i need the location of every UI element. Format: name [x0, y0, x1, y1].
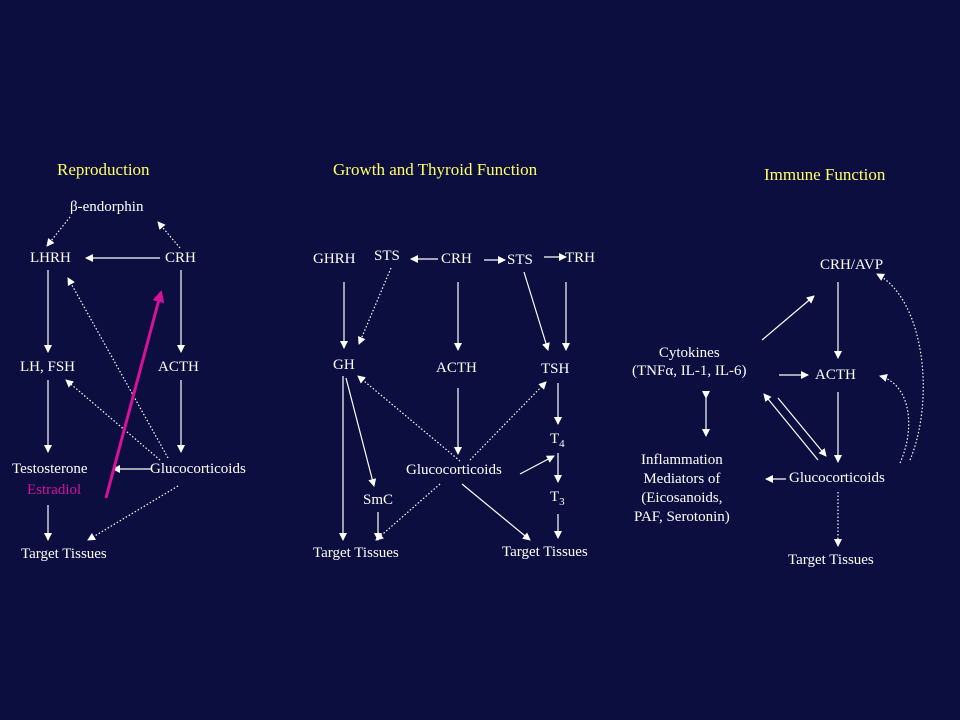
t4-letter: T	[550, 431, 560, 447]
acth-label-immune: ACTH	[815, 367, 856, 383]
trh-label: TRH	[565, 250, 595, 266]
gh-to-smc-arrow	[345, 377, 377, 487]
inflammation-line3: (Eicosanoids,	[641, 490, 723, 506]
crh-label-growth: CRH	[441, 251, 472, 267]
glucocorticoids-to-target-tissues-left-arrow	[375, 483, 441, 541]
glucocorticoids-label-growth: Glucocorticoids	[406, 462, 502, 478]
glucocorticoids-label-immune: Glucocorticoids	[789, 470, 885, 486]
target-tissues-left-label-growth: Target Tissues	[313, 545, 399, 561]
t3-label: T3	[550, 488, 565, 511]
glucocorticoids-to-acth-feedback-arrow	[879, 374, 910, 464]
estradiol-to-crh-arrow	[104, 290, 165, 499]
cytokines-to-glucocorticoids-arrow	[777, 397, 827, 457]
cytokines-line1: Cytokines	[658, 345, 720, 361]
sts-left-to-gh-arrow	[358, 267, 392, 345]
cytokines-label: Cytokines (TNFα, IL-1, IL-6)	[632, 344, 747, 380]
t3-letter: T	[550, 489, 560, 505]
sts-right-to-tsh-arrow	[523, 271, 550, 351]
cytokines-line2: (TNFα, IL-1, IL-6)	[632, 363, 747, 379]
lhrh-label: LHRH	[30, 250, 71, 266]
glucocorticoids-to-lhrh-arrow	[67, 277, 169, 459]
estradiol-label: Estradiol	[27, 482, 82, 498]
reproduction-title: Reproduction	[57, 160, 150, 179]
glucocorticoids-to-target-tissues-arrow	[87, 485, 179, 541]
testosterone-label: Testosterone	[12, 461, 88, 477]
inflammation-line2: Mediators of	[643, 471, 721, 487]
glucocorticoids-to-cytokines-arrow	[763, 393, 819, 461]
glucocorticoids-to-tsh-arrow	[469, 381, 547, 461]
t4-label: T4	[550, 430, 565, 453]
beta-endorphin-to-lhrh-arrow	[46, 216, 71, 247]
beta-endorphin-label: β-endorphin	[70, 199, 144, 215]
crh-label-reproduction: CRH	[165, 250, 196, 266]
target-tissues-label-immune: Target Tissues	[788, 552, 874, 568]
sts-right-label: STS	[507, 252, 533, 268]
sts-left-label: STS	[374, 248, 400, 264]
t4-subscript: 4	[559, 438, 565, 450]
glucocorticoids-to-gh-arrow	[357, 375, 461, 462]
acth-label-reproduction: ACTH	[158, 359, 199, 375]
acth-label-growth: ACTH	[436, 360, 477, 376]
growth-thyroid-title: Growth and Thyroid Function	[333, 160, 538, 179]
inflammation-label: Inflammation Mediators of (Eicosanoids, …	[634, 451, 730, 527]
ghrh-label: GHRH	[313, 251, 356, 267]
cytokines-to-crh-avp-arrow	[761, 295, 815, 341]
tsh-label: TSH	[541, 361, 570, 377]
lh-fsh-label: LH, FSH	[20, 359, 76, 375]
inflammation-line4: PAF, Serotonin)	[634, 509, 730, 525]
glucocorticoids-to-lh-fsh-arrow	[65, 379, 161, 461]
inflammation-line1: Inflammation	[641, 452, 723, 468]
crh-avp-label: CRH/AVP	[820, 257, 884, 273]
target-tissues-label-reproduction: Target Tissues	[21, 546, 107, 562]
t3-subscript: 3	[559, 496, 565, 508]
immune-title: Immune Function	[764, 165, 886, 184]
glucocorticoids-to-target-tissues-right-arrow	[461, 483, 531, 541]
glucocorticoids-to-t4-arrow	[519, 455, 555, 475]
target-tissues-right-label-growth: Target Tissues	[502, 544, 588, 560]
gh-label: GH	[333, 357, 355, 373]
glucocorticoids-to-crh-avp-feedback-arrow	[876, 273, 924, 461]
smc-label: SmC	[363, 492, 394, 508]
crh-to-beta-endorphin-arrow	[157, 221, 181, 249]
glucocorticoids-label-reproduction: Glucocorticoids	[150, 461, 246, 477]
